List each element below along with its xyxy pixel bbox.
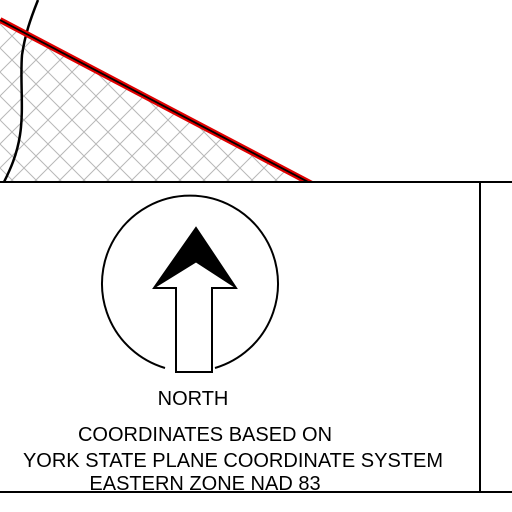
coordinate-note-line-2: YORK STATE PLANE COORDINATE SYSTEM	[23, 450, 443, 472]
curved-survey-line	[2, 0, 40, 182]
north-arrow-circle	[101, 194, 279, 369]
map-area	[0, 0, 314, 182]
title-block-frame	[0, 181, 512, 493]
north-arrow-icon	[101, 194, 279, 373]
north-label: NORTH	[158, 388, 229, 410]
coordinate-note-line-3: EASTERN ZONE NAD 83	[89, 473, 320, 495]
boundary-line-core	[0, 19, 311, 182]
north-arrow-fill	[153, 227, 237, 289]
coordinate-note-line-1: COORDINATES BASED ON	[78, 424, 332, 446]
